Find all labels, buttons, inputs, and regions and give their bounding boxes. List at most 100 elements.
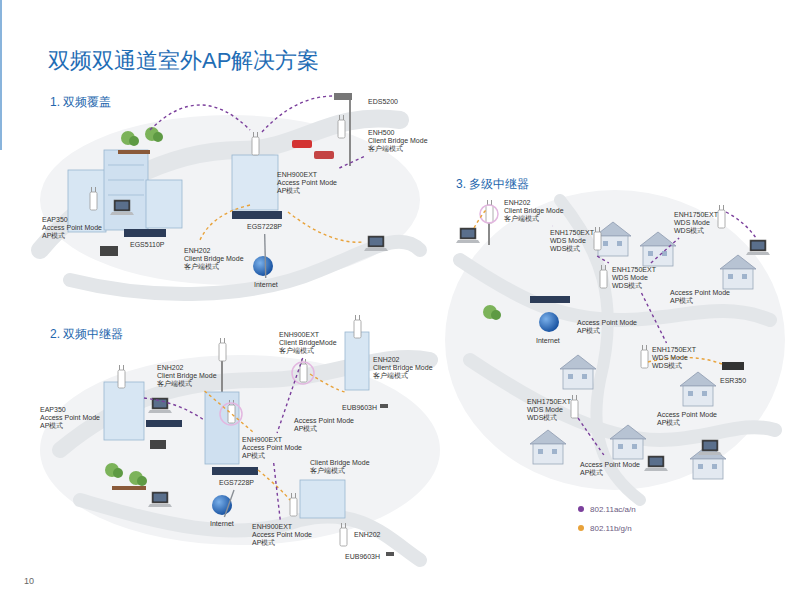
device-label: ENH900EXTClient BridgeMode客户端模式 <box>277 330 339 356</box>
device-text: EAP350 <box>42 216 102 224</box>
device-label: ENH900EXTAccess Point ModeAP模式 <box>275 170 339 196</box>
section-heading: 3. 多级中继器 <box>456 176 529 193</box>
device-text: AP模式 <box>580 469 640 477</box>
device-text: 客户端模式 <box>504 215 564 223</box>
device-text: Access Point Mode <box>577 319 637 327</box>
section-heading: 1. 双频覆盖 <box>50 94 111 111</box>
device-label: ENH202Client Bridge Mode客户端模式 <box>155 363 219 389</box>
device-text: ENH900EXT <box>279 331 337 339</box>
device-text: EGS5110P <box>130 241 165 249</box>
device-text: AP模式 <box>252 539 312 547</box>
wireless-link <box>224 490 234 517</box>
device-text: 客户端模式 <box>368 145 428 153</box>
device-text: ENH900EXT <box>277 171 337 179</box>
device-label: EGS7228P <box>217 478 256 488</box>
device-text: AP模式 <box>670 297 730 305</box>
device-label: ENH202Client Bridge Mode客户端模式 <box>182 246 246 272</box>
device-text: ENH1750EXT <box>674 211 718 219</box>
device-text: 客户端模式 <box>310 467 370 475</box>
device-text: Internet <box>254 281 278 289</box>
wireless-link <box>265 234 266 278</box>
wireless-link <box>205 391 255 433</box>
device-text: ENH1750EXT <box>612 266 656 274</box>
device-text: WDS Mode <box>527 406 571 414</box>
wireless-link <box>597 256 609 263</box>
device-text: EDS5200 <box>368 98 398 106</box>
device-text: 客户端模式 <box>157 380 217 388</box>
device-text: ENH1750EXT <box>550 229 594 237</box>
device-text: EGS7228P <box>247 223 282 231</box>
device-text: EUB9603H <box>345 553 380 561</box>
wireless-link <box>274 463 281 520</box>
device-label: ENH1750EXTWDS ModeWDS模式 <box>650 345 698 371</box>
device-text: AP模式 <box>657 419 717 427</box>
device-text: Client BridgeMode <box>279 339 337 347</box>
device-text: AP模式 <box>294 425 354 433</box>
device-text: 客户端模式 <box>184 263 244 271</box>
wireless-link <box>339 156 365 168</box>
device-text: Access Point Mode <box>657 411 717 419</box>
device-text: ENH900EXT <box>252 523 312 531</box>
device-label: ENH1750EXTWDS ModeWDS模式 <box>525 397 573 423</box>
device-label: EGS7228P <box>245 222 284 232</box>
device-label: Access Point ModeAP模式 <box>668 288 732 306</box>
device-text: AP模式 <box>42 232 102 240</box>
device-text: WDS模式 <box>674 227 718 235</box>
device-text: AP模式 <box>242 452 302 460</box>
device-text: ENH202 <box>157 364 217 372</box>
device-label: Access Point ModeAP模式 <box>292 416 356 434</box>
device-label: Access Point ModeAP模式 <box>655 410 719 428</box>
device-text: 客户端模式 <box>373 372 433 380</box>
device-label: EAP350Access Point ModeAP模式 <box>40 215 104 241</box>
legend-swatch <box>578 525 584 531</box>
wireless-link <box>641 293 666 343</box>
device-text: WDS模式 <box>652 362 696 370</box>
device-label: EUB9603H <box>340 403 379 413</box>
device-text: Access Point Mode <box>252 531 312 539</box>
device-text: Client Bridge Mode <box>157 372 217 380</box>
device-label: Internet <box>534 336 562 346</box>
device-label: EAP350Access Point ModeAP模式 <box>38 405 102 431</box>
device-text: ENH1750EXT <box>652 346 696 354</box>
device-label: Access Point ModeAP模式 <box>578 460 642 478</box>
device-text: WDS Mode <box>652 354 696 362</box>
device-text: AP模式 <box>577 327 637 335</box>
device-text: Access Point Mode <box>42 224 102 232</box>
device-label: EDS5200 <box>366 97 400 107</box>
device-text: ENH500 <box>368 129 428 137</box>
legend-item: 802.11b/g/n <box>578 524 632 534</box>
device-label: ENH202Client Bridge Mode客户端模式 <box>502 198 566 224</box>
device-text: Access Point Mode <box>580 461 640 469</box>
legend-swatch <box>578 506 584 512</box>
device-text: WDS模式 <box>527 414 571 422</box>
device-text: Internet <box>536 337 560 345</box>
legend-item: 802.11ac/a/n <box>578 505 636 515</box>
device-label: ENH202 <box>352 530 382 540</box>
device-label: Access Point ModeAP模式 <box>575 318 639 336</box>
device-label: ENH202Client Bridge Mode客户端模式 <box>371 355 435 381</box>
device-text: AP模式 <box>277 187 337 195</box>
device-text: EGS7228P <box>219 479 254 487</box>
page-number: 10 <box>24 576 34 586</box>
device-text: Client Bridge Mode <box>373 364 433 372</box>
device-text: WDS Mode <box>612 274 656 282</box>
device-text: ENH900EXT <box>242 436 302 444</box>
device-text: WDS模式 <box>612 282 656 290</box>
device-label: EGS5110P <box>128 240 167 250</box>
device-label: ENH900EXTAccess Point ModeAP模式 <box>240 435 304 461</box>
device-text: WDS模式 <box>550 245 594 253</box>
device-text: Access Point Mode <box>670 289 730 297</box>
device-text: WDS Mode <box>550 237 594 245</box>
device-label: Internet <box>208 519 236 529</box>
device-text: Client Bridge Mode <box>310 459 370 467</box>
device-text: ENH202 <box>504 199 564 207</box>
device-label: EUB9603H <box>343 552 382 562</box>
device-label: ENH1750EXTWDS ModeWDS模式 <box>548 228 596 254</box>
device-text: ESR350 <box>720 377 746 385</box>
device-text: Access Point Mode <box>277 179 337 187</box>
device-text: EAP350 <box>40 406 100 414</box>
device-text: Access Point Mode <box>242 444 302 452</box>
device-label: ENH900EXTAccess Point ModeAP模式 <box>250 522 314 548</box>
